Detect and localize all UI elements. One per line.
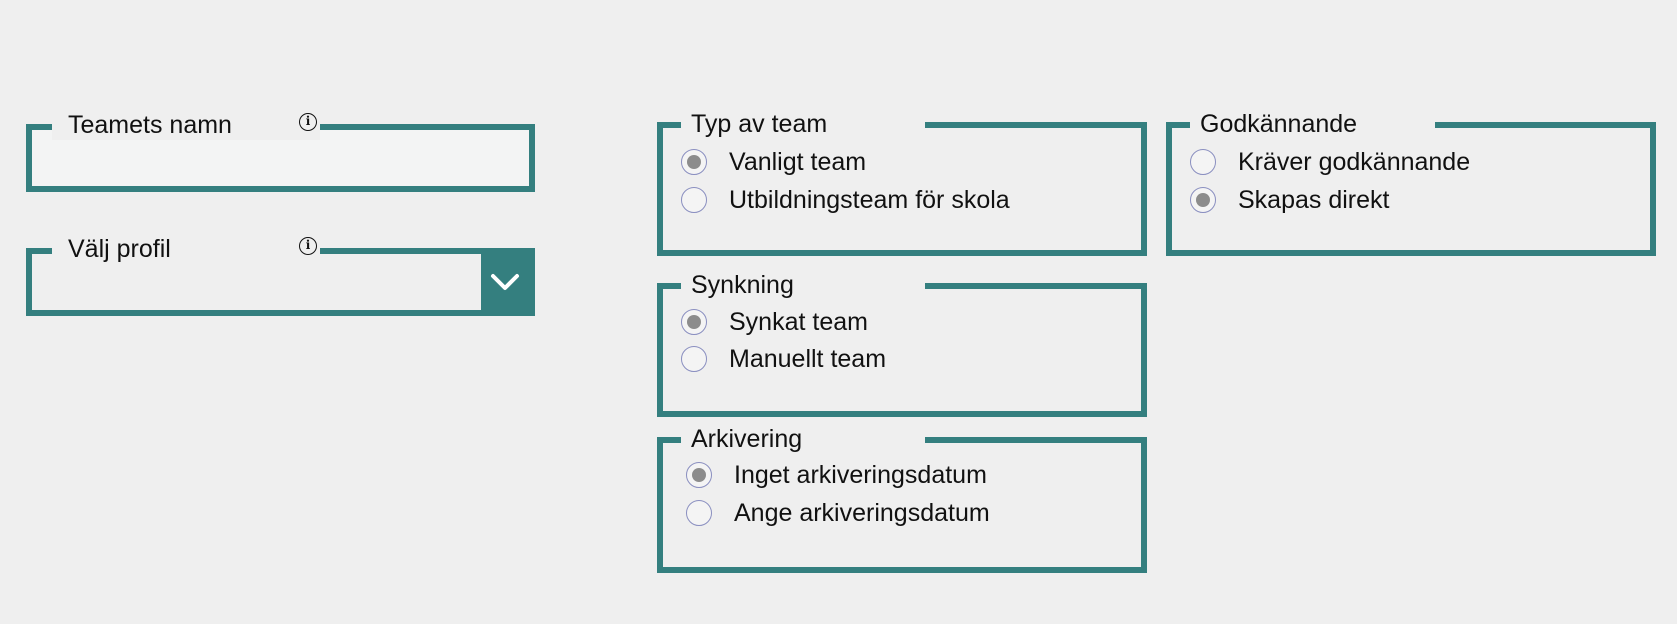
- radio-button[interactable]: [681, 187, 707, 213]
- radio-option-skapas-direkt[interactable]: Skapas direkt: [1190, 183, 1389, 217]
- radio-label: Skapas direkt: [1238, 185, 1390, 214]
- profile-select[interactable]: Välj profil i: [26, 234, 535, 316]
- team-type-legend: Typ av team: [681, 109, 925, 139]
- radio-option-utbildningsteam[interactable]: Utbildningsteam för skola: [681, 183, 1010, 217]
- radio-option-ange-arkiveringsdatum[interactable]: Ange arkiveringsdatum: [686, 496, 990, 530]
- profile-legend: Välj profil i: [52, 234, 320, 264]
- radio-option-synkat-team[interactable]: Synkat team: [681, 305, 868, 339]
- radio-button[interactable]: [681, 149, 707, 175]
- radio-button[interactable]: [681, 309, 707, 335]
- radio-button[interactable]: [686, 500, 712, 526]
- archiving-legend: Arkivering: [681, 424, 925, 454]
- team-name-label: Teamets namn: [68, 111, 232, 139]
- radio-label: Inget arkiveringsdatum: [734, 460, 987, 489]
- profile-label: Välj profil: [68, 235, 171, 263]
- radio-button[interactable]: [681, 346, 707, 372]
- radio-button[interactable]: [686, 462, 712, 488]
- archiving-group: Arkivering Inget arkiveringsdatum Ange a…: [657, 424, 1147, 573]
- radio-label: Utbildningsteam för skola: [729, 185, 1010, 214]
- radio-button[interactable]: [1190, 187, 1216, 213]
- team-type-group: Typ av team Vanligt team Utbildningsteam…: [657, 109, 1147, 256]
- radio-option-kraver-godkannande[interactable]: Kräver godkännande: [1190, 145, 1470, 179]
- chevron-down-icon: [491, 274, 519, 290]
- team-name-legend: Teamets namn i: [52, 110, 320, 140]
- info-icon[interactable]: i: [299, 113, 317, 131]
- sync-group: Synkning Synkat team Manuellt team: [657, 270, 1147, 417]
- radio-label: Manuellt team: [729, 344, 887, 373]
- dropdown-button[interactable]: [481, 254, 529, 310]
- radio-label: Kräver godkännande: [1238, 147, 1471, 176]
- approval-legend: Godkännande: [1190, 109, 1435, 139]
- approval-group: Godkännande Kräver godkännande Skapas di…: [1166, 109, 1656, 256]
- radio-option-inget-arkiveringsdatum[interactable]: Inget arkiveringsdatum: [686, 458, 987, 492]
- radio-label: Ange arkiveringsdatum: [734, 498, 990, 527]
- radio-button[interactable]: [1190, 149, 1216, 175]
- team-name-field[interactable]: Teamets namn i: [26, 110, 535, 192]
- radio-option-vanligt-team[interactable]: Vanligt team: [681, 145, 866, 179]
- radio-label: Synkat team: [729, 307, 868, 336]
- radio-label: Vanligt team: [729, 147, 867, 176]
- info-icon[interactable]: i: [299, 237, 317, 255]
- sync-legend: Synkning: [681, 270, 925, 300]
- radio-option-manuellt-team[interactable]: Manuellt team: [681, 342, 886, 376]
